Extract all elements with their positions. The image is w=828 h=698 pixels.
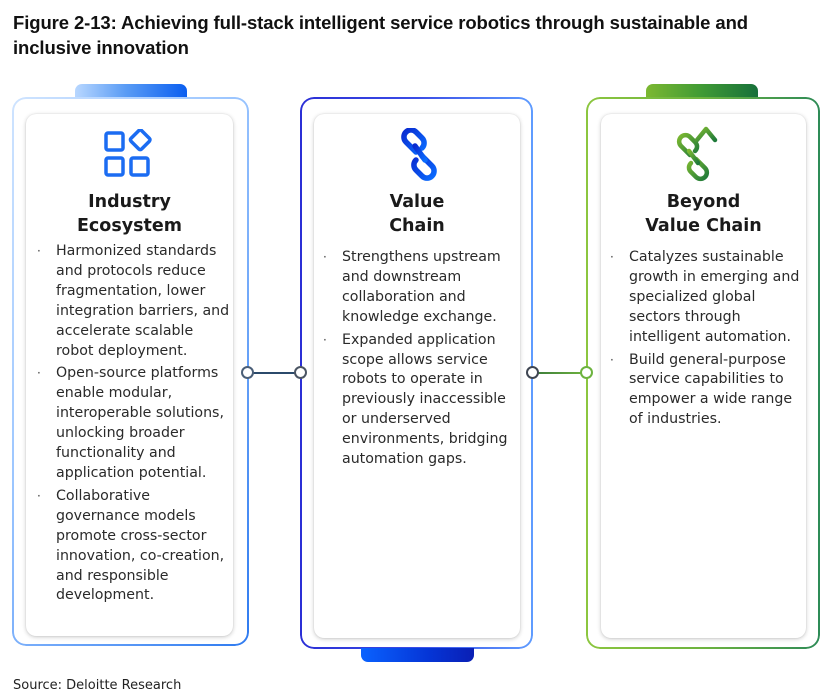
list-item: · Collaborative governance models promote…	[29, 487, 234, 606]
bullet-dot: ·	[610, 352, 614, 367]
list-item: · Expanded application scope allows servi…	[315, 331, 520, 470]
heading-line: Chain	[389, 216, 445, 236]
connector-node	[241, 366, 254, 379]
bullet-text: Expanded application scope allows servic…	[342, 331, 508, 468]
bullet-list-value-chain: · Strengthens upstream and downstream col…	[315, 248, 520, 473]
bullet-dot: ·	[610, 250, 614, 264]
bullet-text: Catalyzes sustainable growth in emerging…	[629, 249, 800, 345]
chain-link-icon	[392, 127, 448, 182]
connector-line	[533, 372, 586, 374]
list-item: · Harmonized standards and protocols redu…	[29, 242, 234, 361]
heading-line: Beyond	[666, 192, 741, 212]
card-tab-beyond-value-chain	[646, 84, 758, 98]
list-item: · Catalyzes sustainable growth in emergin…	[602, 248, 806, 348]
bullet-dot: ·	[37, 488, 41, 503]
connector-node	[526, 366, 539, 379]
bullet-dot: ·	[323, 332, 327, 347]
list-item: · Strengthens upstream and downstream col…	[315, 248, 520, 328]
grid-blocks-icon	[102, 128, 156, 179]
bullet-text: Strengthens upstream and downstream coll…	[342, 249, 501, 325]
list-item: · Open-source platforms enable modular, i…	[29, 364, 234, 483]
card-inner-industry-ecosystem	[26, 114, 233, 636]
heading-value-chain: Value Chain	[314, 190, 520, 238]
bullet-dot: ·	[37, 244, 41, 258]
card-tab-industry-ecosystem	[75, 84, 187, 98]
figure-title: Figure 2-13: Achieving full-stack intell…	[13, 12, 748, 58]
card-tab-value-chain	[361, 648, 474, 662]
bullet-dot: ·	[37, 366, 41, 381]
bullet-list-industry-ecosystem: · Harmonized standards and protocols redu…	[29, 242, 234, 609]
bullet-text: Build general-purpose service capabiliti…	[629, 351, 793, 428]
heading-line: Value Chain	[645, 216, 762, 236]
bullet-text: Open-source platforms enable modular, in…	[56, 365, 224, 481]
card-inner-value-chain	[314, 114, 520, 638]
heading-line: Value	[389, 192, 445, 212]
card-inner-beyond-value-chain	[601, 114, 806, 638]
source-note: Source: Deloitte Research	[13, 678, 182, 693]
connector-node	[294, 366, 307, 379]
list-item: · Build general-purpose service capabilit…	[602, 351, 806, 431]
connector-node	[580, 366, 593, 379]
heading-line: Industry	[88, 192, 171, 212]
heading-beyond-value-chain: Beyond Value Chain	[601, 190, 806, 238]
connector-line	[248, 372, 300, 374]
heading-industry-ecosystem: Industry Ecosystem	[26, 190, 233, 238]
heading-line: Ecosystem	[76, 216, 183, 236]
bullet-text: Harmonized standards and protocols reduc…	[56, 243, 230, 359]
bullet-dot: ·	[323, 250, 327, 264]
chain-link-arrow-up-icon	[670, 123, 728, 185]
bullet-text: Collaborative governance models promote …	[56, 487, 225, 604]
bullet-list-beyond-value-chain: · Catalyzes sustainable growth in emergin…	[602, 248, 806, 433]
